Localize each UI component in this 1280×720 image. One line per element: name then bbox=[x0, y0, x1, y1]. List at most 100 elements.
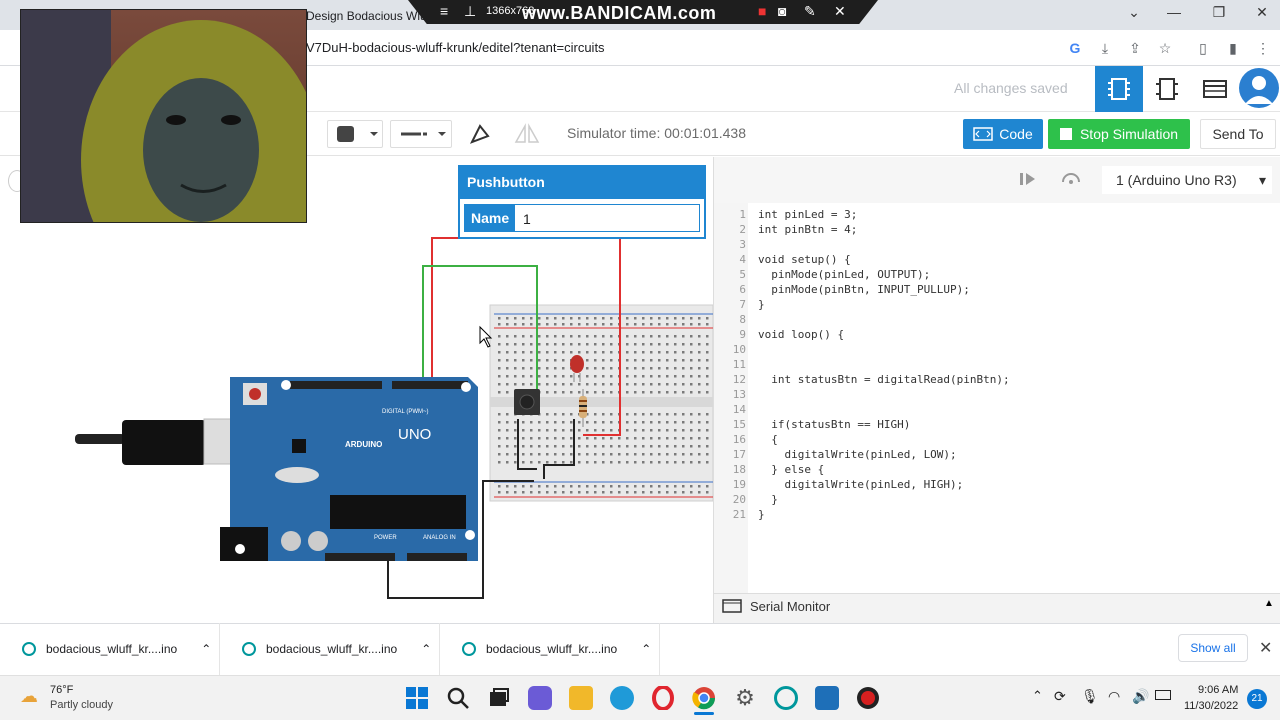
black-wire-ground[interactable] bbox=[387, 480, 534, 599]
breadboard-hole[interactable] bbox=[634, 367, 637, 370]
breadboard-hole[interactable] bbox=[610, 323, 613, 326]
breadboard-hole[interactable] bbox=[594, 343, 597, 346]
breadboard-hole[interactable] bbox=[666, 375, 669, 378]
breadboard-hole[interactable] bbox=[634, 437, 637, 440]
breadboard-hole[interactable] bbox=[562, 491, 565, 494]
breadboard-hole[interactable] bbox=[506, 461, 509, 464]
camera-icon[interactable]: ◙ bbox=[778, 3, 787, 19]
breadboard-hole[interactable] bbox=[538, 359, 541, 362]
wire-style-dropdown[interactable] bbox=[390, 120, 452, 148]
breadboard-hole[interactable] bbox=[682, 429, 685, 432]
breadboard-hole[interactable] bbox=[586, 445, 589, 448]
breadboard-hole[interactable] bbox=[698, 351, 701, 354]
breadboard-hole[interactable] bbox=[562, 421, 565, 424]
breadboard-hole[interactable] bbox=[546, 383, 549, 386]
breadboard-hole[interactable] bbox=[610, 421, 613, 424]
breadboard-hole[interactable] bbox=[554, 375, 557, 378]
breadboard-hole[interactable] bbox=[594, 421, 597, 424]
code-line[interactable]: } else { bbox=[758, 463, 825, 476]
breadboard-hole[interactable] bbox=[634, 391, 637, 394]
breadboard-hole[interactable] bbox=[506, 429, 509, 432]
breadboard-hole[interactable] bbox=[514, 429, 517, 432]
breadboard-hole[interactable] bbox=[634, 359, 637, 362]
breadboard-hole[interactable] bbox=[650, 367, 653, 370]
breadboard-hole[interactable] bbox=[666, 351, 669, 354]
breadboard-hole[interactable] bbox=[538, 491, 541, 494]
breadboard-hole[interactable] bbox=[506, 491, 509, 494]
breadboard-hole[interactable] bbox=[594, 383, 597, 386]
breadboard-hole[interactable] bbox=[562, 461, 565, 464]
profile-icon[interactable]: ▮ bbox=[1229, 40, 1237, 56]
recorder-pin-icon[interactable]: ⊥ bbox=[464, 3, 477, 19]
breadboard-hole[interactable] bbox=[706, 453, 709, 456]
expand-up-icon[interactable]: ▲ bbox=[1264, 598, 1274, 609]
breadboard-hole[interactable] bbox=[706, 445, 709, 448]
breadboard-hole[interactable] bbox=[658, 335, 661, 338]
black-wire-button[interactable] bbox=[517, 419, 537, 470]
breadboard-hole[interactable] bbox=[698, 429, 701, 432]
breadboard-hole[interactable] bbox=[578, 461, 581, 464]
breadboard-hole[interactable] bbox=[658, 383, 661, 386]
breadboard-hole[interactable] bbox=[562, 317, 565, 320]
breadboard-hole[interactable] bbox=[706, 383, 709, 386]
breadboard-hole[interactable] bbox=[522, 343, 525, 346]
breadboard-hole[interactable] bbox=[650, 383, 653, 386]
breadboard-hole[interactable] bbox=[498, 429, 501, 432]
chrome-icon[interactable] bbox=[692, 686, 716, 710]
code-line[interactable]: { bbox=[758, 433, 778, 446]
breadboard-hole[interactable] bbox=[538, 461, 541, 464]
breadboard-hole[interactable] bbox=[674, 445, 677, 448]
breadboard-hole[interactable] bbox=[594, 391, 597, 394]
breadboard-hole[interactable] bbox=[658, 343, 661, 346]
send-to-button[interactable]: Send To bbox=[1200, 119, 1276, 149]
breadboard-hole[interactable] bbox=[554, 421, 557, 424]
breadboard-hole[interactable] bbox=[698, 317, 701, 320]
breadboard-hole[interactable] bbox=[602, 491, 605, 494]
breadboard-hole[interactable] bbox=[674, 413, 677, 416]
breadboard-hole[interactable] bbox=[642, 421, 645, 424]
breadboard-hole[interactable] bbox=[570, 383, 573, 386]
breadboard-hole[interactable] bbox=[642, 391, 645, 394]
breadboard-hole[interactable] bbox=[706, 485, 709, 488]
breadboard-hole[interactable] bbox=[610, 437, 613, 440]
breadboard-hole[interactable] bbox=[594, 429, 597, 432]
breadboard-hole[interactable] bbox=[570, 351, 573, 354]
breadboard-hole[interactable] bbox=[578, 491, 581, 494]
breadboard-hole[interactable] bbox=[530, 429, 533, 432]
breadboard-hole[interactable] bbox=[546, 335, 549, 338]
breadboard-hole[interactable] bbox=[498, 317, 501, 320]
breadboard-hole[interactable] bbox=[586, 323, 589, 326]
breadboard-hole[interactable] bbox=[538, 351, 541, 354]
breadboard-hole[interactable] bbox=[690, 437, 693, 440]
breadboard-hole[interactable] bbox=[506, 351, 509, 354]
breadboard-hole[interactable] bbox=[506, 323, 509, 326]
breadboard-hole[interactable] bbox=[546, 413, 549, 416]
breadboard-hole[interactable] bbox=[538, 323, 541, 326]
breadboard-hole[interactable] bbox=[658, 445, 661, 448]
battery-icon[interactable] bbox=[1155, 690, 1171, 700]
breadboard-hole[interactable] bbox=[586, 317, 589, 320]
flip-tool-icon[interactable] bbox=[512, 122, 542, 151]
breadboard-hole[interactable] bbox=[682, 317, 685, 320]
breadboard-hole[interactable] bbox=[546, 429, 549, 432]
breadboard-hole[interactable] bbox=[634, 383, 637, 386]
breadboard-hole[interactable] bbox=[498, 359, 501, 362]
breadboard-hole[interactable] bbox=[570, 391, 573, 394]
breadboard-hole[interactable] bbox=[538, 485, 541, 488]
breadboard-hole[interactable] bbox=[546, 343, 549, 346]
breadboard-hole[interactable] bbox=[578, 391, 581, 394]
breadboard-hole[interactable] bbox=[586, 391, 589, 394]
breadboard-hole[interactable] bbox=[674, 335, 677, 338]
edge-icon[interactable] bbox=[610, 686, 634, 710]
download-item[interactable]: bodacious_wluff_kr....ino ⌃ bbox=[440, 623, 660, 675]
breadboard-hole[interactable] bbox=[554, 367, 557, 370]
breadboard-hole[interactable] bbox=[522, 445, 525, 448]
breadboard-hole[interactable] bbox=[658, 421, 661, 424]
share-icon[interactable]: ⇪ bbox=[1129, 40, 1141, 56]
breadboard-hole[interactable] bbox=[546, 359, 549, 362]
breadboard-hole[interactable] bbox=[642, 453, 645, 456]
breadboard-hole[interactable] bbox=[522, 317, 525, 320]
breadboard-hole[interactable] bbox=[666, 391, 669, 394]
breadboard-hole[interactable] bbox=[698, 445, 701, 448]
breadboard-hole[interactable] bbox=[650, 485, 653, 488]
